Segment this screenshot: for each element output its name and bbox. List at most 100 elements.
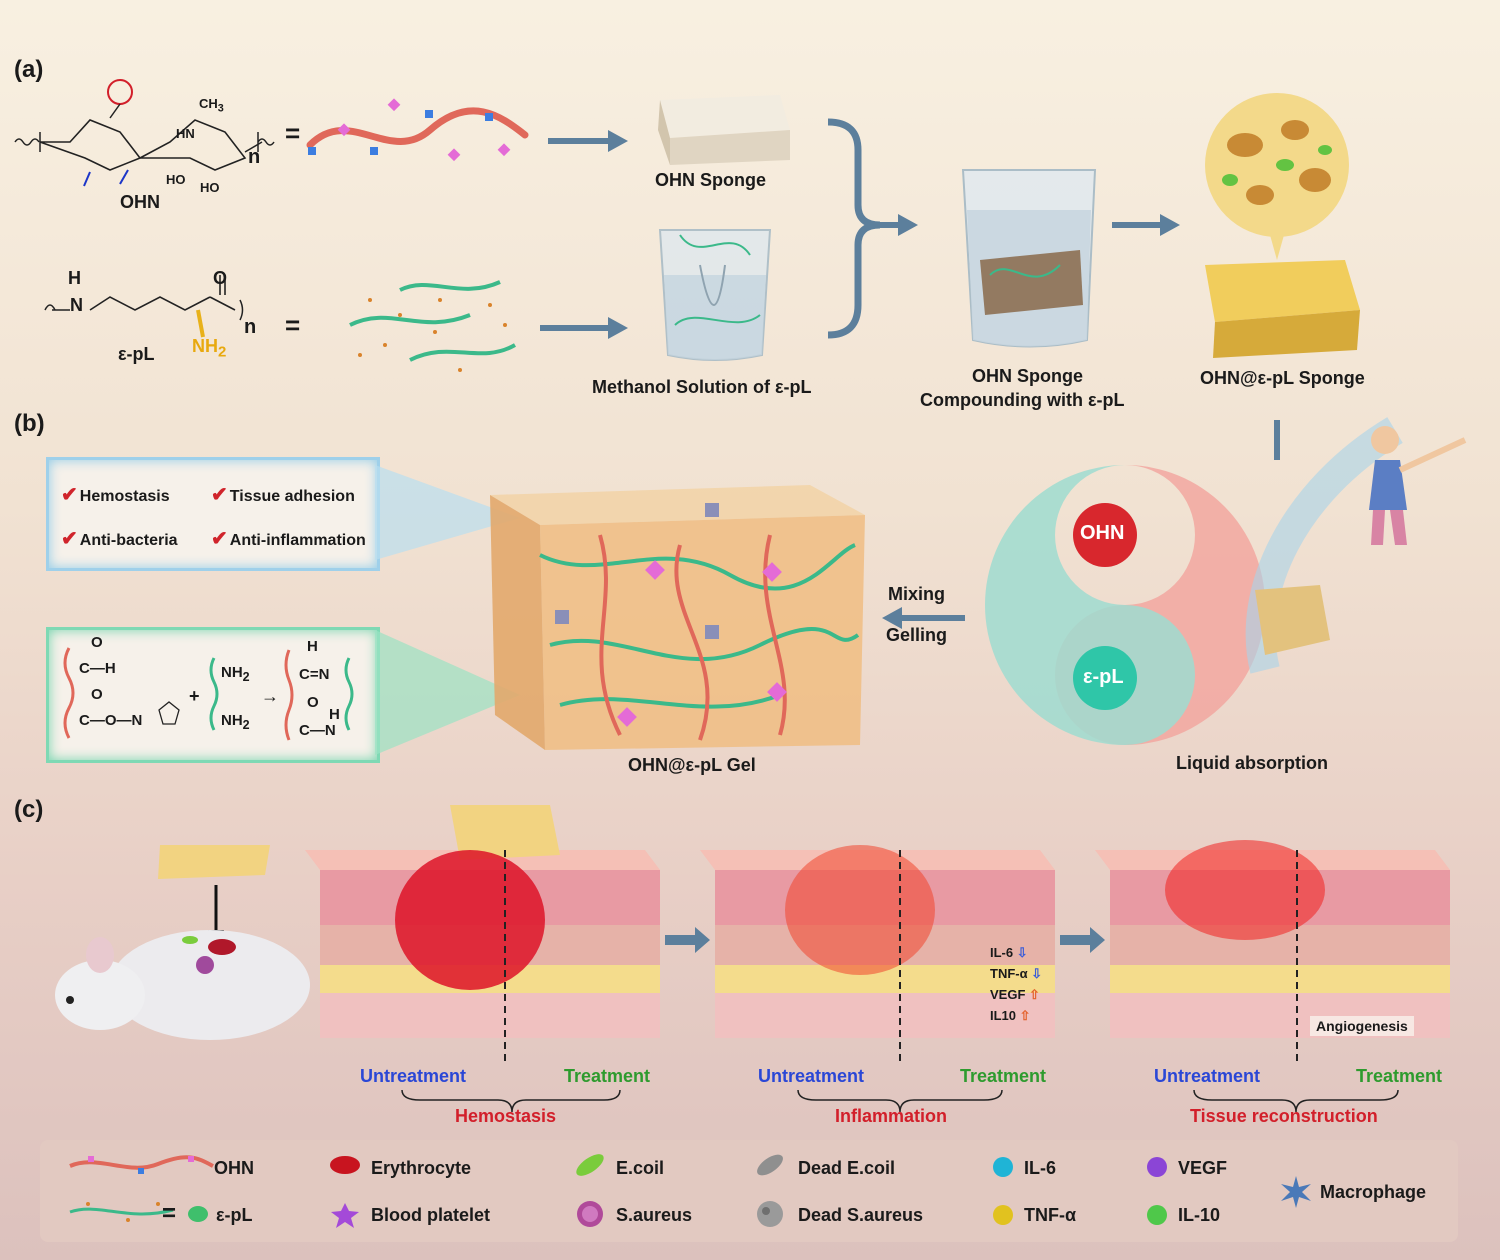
liquid-absorption-label: Liquid absorption (1176, 753, 1328, 773)
rxn-o3: O (307, 694, 319, 711)
legend-saureus-icon (577, 1201, 603, 1227)
legend-ecoli-icon (576, 1154, 604, 1176)
legend-vegf: VEGF (1178, 1158, 1228, 1178)
cytokine-vegf: VEGF ⇧ (990, 987, 1040, 1002)
ohn-chain (306, 98, 529, 162)
compounding-label-1: OHN Sponge (972, 366, 1083, 386)
methanol-label: Methanol Solution of ε-pL (592, 377, 812, 397)
legend-il10-icon (1147, 1205, 1167, 1225)
ohn-label: OHN (120, 192, 160, 212)
feature-tissue-adhesion: ✔Tissue adhesion (211, 484, 355, 506)
epl-h: H (68, 268, 81, 288)
stage2-name: Inflammation (835, 1106, 948, 1126)
yin-yang-diagram (985, 465, 1265, 745)
rxn-cho: C—H (79, 660, 116, 677)
epl-nh2: NH2 (192, 336, 227, 361)
skin-block-inflammation (700, 845, 1055, 1065)
panel-label-c: (c) (14, 796, 44, 823)
legend-erythrocyte-icon (330, 1156, 360, 1174)
panel-a-arrows (540, 118, 1280, 460)
compounding-label-2: Compounding with ε-pL (920, 390, 1125, 410)
epl-structure (44, 275, 244, 338)
check-icon: ✔ (61, 528, 78, 550)
ohn-sponge-image (658, 95, 790, 165)
rxn-h2: H (329, 706, 340, 723)
feature-anti-inflammation: ✔Anti-inflammation (211, 528, 366, 550)
yin-yang-epl: ε-pL (1083, 666, 1124, 688)
stage1-name: Hemostasis (455, 1106, 557, 1126)
legend-il10: IL-10 (1178, 1205, 1221, 1225)
epl-chains (349, 280, 516, 372)
ohn-epl-sponge-image (1205, 93, 1360, 358)
ohn-sponge-label: OHN Sponge (655, 170, 766, 190)
stage3-untreatment: Untreatment (1154, 1066, 1261, 1086)
panel-label-a: (a) (14, 56, 44, 83)
stage2-treatment: Treatment (960, 1066, 1047, 1086)
yin-yang-ohn: OHN (1080, 522, 1125, 544)
cytokine-il10: IL10 ⇧ (990, 1008, 1031, 1023)
reaction-box: O C—H O C—O—N + NH2 NH2 → H C=N O H C—N (46, 627, 380, 763)
ohn-structure (14, 79, 275, 187)
legend-platelet-icon (331, 1203, 359, 1228)
legend-ohn: OHN (214, 1158, 254, 1178)
panel-label-b: (b) (14, 410, 45, 437)
legend-il6: IL-6 (1024, 1158, 1057, 1178)
rxn-plus: + (189, 686, 200, 706)
rxn-amide: C—N (299, 722, 336, 739)
legend-tnf: TNF-α (1024, 1205, 1077, 1225)
stage1-treatment: Treatment (564, 1066, 651, 1086)
stage-brackets (401, 1089, 1399, 1113)
legend-ecoli: E.coil (616, 1158, 665, 1178)
stage1-untreatment: Untreatment (360, 1066, 467, 1086)
feature-hemostasis: ✔Hemostasis (61, 484, 170, 506)
mouse-image (55, 845, 310, 1040)
cytokine-tnf: TNF-α ⇩ (990, 966, 1043, 981)
angiogenesis-label: Angiogenesis (1310, 1016, 1414, 1036)
legend-platelet: Blood platelet (371, 1205, 491, 1225)
legend-dead-ecoli-icon (757, 1154, 783, 1176)
compounding-beaker (961, 169, 1097, 348)
legend-tnf-icon (993, 1205, 1013, 1225)
ohn-ho-2: HO (200, 180, 220, 195)
skin-stages (305, 805, 1450, 1065)
legend-dead-saureus: Dead S.aureus (798, 1205, 924, 1225)
rxn-nh2-2: NH2 (221, 712, 250, 732)
ohn-ch3: CH3 (199, 96, 224, 115)
epl-o: O (213, 268, 228, 288)
rxn-nh2-1: NH2 (221, 664, 250, 684)
legend-epl-blob-icon (188, 1206, 208, 1222)
rxn-ester: C—O—N (79, 712, 143, 729)
legend: OHN Erythrocyte E.coil Dead E.coil IL-6 … (40, 1140, 1458, 1242)
legend-epl-icon (69, 1202, 174, 1222)
stage2-untreatment: Untreatment (758, 1066, 865, 1086)
legend-macrophage: Macrophage (1320, 1182, 1427, 1202)
rxn-h1: H (307, 638, 318, 655)
legend-vegf-icon (1147, 1157, 1167, 1177)
gel-cube (490, 485, 865, 750)
gelling-label: Gelling (886, 625, 948, 645)
mixing-label: Mixing (888, 584, 945, 604)
epl-n: N (70, 295, 83, 315)
ohn-ho-1: HO (166, 172, 186, 187)
rxn-imine: C=N (299, 666, 330, 683)
rxn-arrow: → (261, 686, 279, 706)
feature-anti-bacteria: ✔Anti-bacteria (61, 528, 178, 550)
legend-saureus: S.aureus (616, 1205, 693, 1225)
gel-label: OHN@ε-pL Gel (628, 755, 756, 775)
stage3-treatment: Treatment (1356, 1066, 1443, 1086)
ohn-n-subscript: n (248, 146, 261, 168)
rxn-o2: O (91, 686, 103, 703)
reaction-scheme (63, 647, 354, 741)
legend-epl: ε-pL (216, 1205, 253, 1225)
rxn-o1: O (91, 634, 103, 651)
check-icon: ✔ (211, 528, 228, 550)
ohn-equals: = (285, 118, 301, 148)
skin-block-hemostasis (305, 805, 660, 1065)
epl-equals: = (285, 310, 301, 340)
mixing-arrow (882, 607, 965, 629)
ohn-epl-sponge-label: OHN@ε-pL Sponge (1200, 368, 1365, 388)
methanol-beaker (658, 229, 772, 361)
epl-label: ε-pL (118, 344, 155, 364)
legend-erythrocyte: Erythrocyte (371, 1158, 472, 1178)
check-icon: ✔ (211, 484, 228, 506)
